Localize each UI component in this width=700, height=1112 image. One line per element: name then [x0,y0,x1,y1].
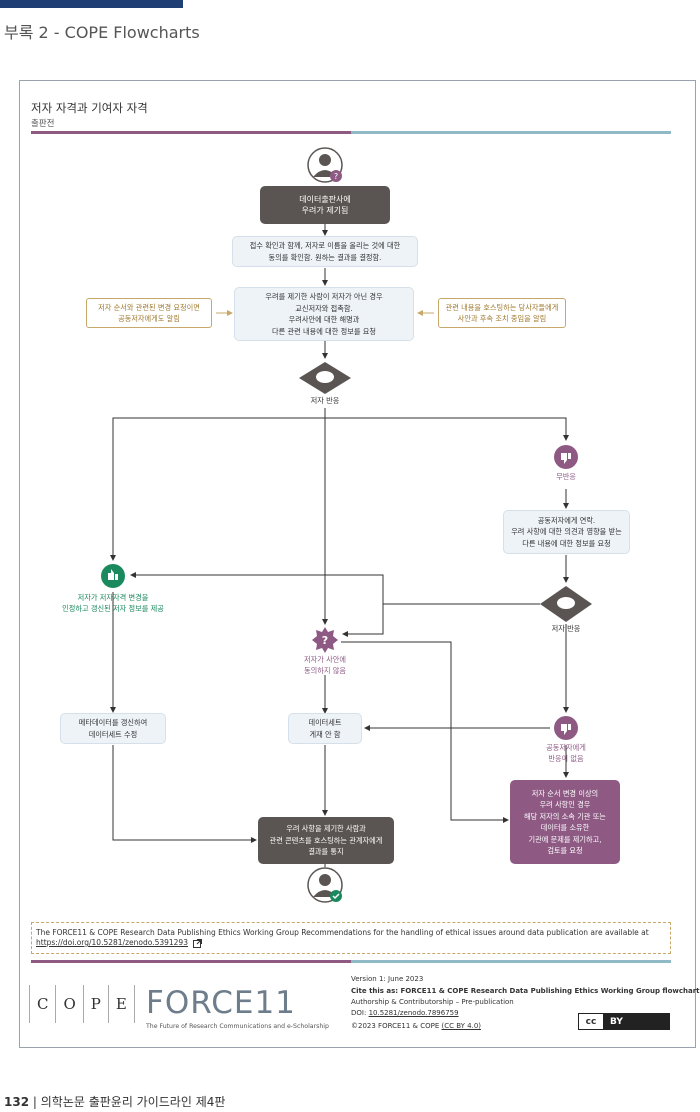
page-number: 132 [4,1095,30,1109]
svg-text:?: ? [322,634,328,647]
accept-label: 저자가 저자자격 변경을 인정하고 갱신된 저자 정보를 제공 [62,593,164,613]
footer-purple-bar [31,960,351,963]
doi-line: DOI: 10.5281/zenodo.7896759 [351,1009,459,1017]
person-check-icon [307,867,343,903]
header-accent-bar [0,0,183,8]
cope-letter: O [55,985,82,1023]
cite-text: Cite this as: FORCE11 & COPE Research Da… [351,987,700,995]
institution-box: 저자 순서 변경 이상의 우려 사항인 경우 해당 저자의 소속 기관 또는 데… [510,780,620,864]
license-link[interactable]: (CC BY 4.0) [441,1022,481,1030]
coauthor-contact-box: 공동저자에게 연락. 우려 사항에 대한 의견과 영향을 받는 다른 내용에 대… [503,510,630,554]
no-response-label: 무반응 [556,472,576,481]
reference-link[interactable]: https://doi.org/10.5281/zenodo.5391293 [36,938,188,947]
version-text: Version 1: June 2023 [351,975,424,983]
cope-letter: C [29,985,55,1023]
external-link-icon[interactable] [193,939,202,948]
disagree-label: 저자가 사안에 동의하지 않음 [304,655,346,675]
reference-text: The FORCE11 & COPE Research Data Publish… [36,928,649,937]
svg-text:?: ? [334,172,338,181]
person-question-icon: ? [307,147,343,183]
notify-box: 우려 사항을 제기한 사람과 관련 콘텐츠를 호스팅하는 관계자에게 결과를 통… [258,817,394,864]
chart-title: 저자 자격과 기여자 자격 [31,101,148,115]
page-header-title: 부록 2 - COPE Flowcharts [4,23,200,42]
question-badge-icon: ? [312,627,338,653]
right-note-box: 관련 내용을 호스팅하는 당사자들에게 사안과 후속 조치 중임을 알림 [438,298,566,328]
cite-title: Authorship & Contributorship – Pre-publi… [351,998,514,1006]
dataset-hold-box: 데이터세트 게재 안 함 [288,713,362,744]
chart-subtitle: 출판전 [31,119,55,129]
page-footer: 132 | 의학논문 출판윤리 가이드라인 제4판 [4,1093,225,1110]
force11-tagline: The Future of Research Communications an… [146,1023,329,1030]
author-response-label-2: 저자 반응 [551,624,581,633]
teal-bar [351,131,671,134]
coauthor-no-response-label: 공동저자에게 반응이 없음 [546,743,586,763]
cope-logo: C O P E [29,985,135,1023]
copyright-text: ©2023 FORCE11 & COPE [351,1022,442,1030]
flowchart-frame [19,80,696,1048]
book-title: | 의학논문 출판윤리 가이드라인 제4판 [29,1095,226,1109]
doi-link[interactable]: 10.5281/zenodo.7896759 [368,1009,459,1017]
thumbs-down-icon [554,445,578,469]
confirm-box: 접수 확인과 함께, 저자로 이름을 올리는 것에 대한 동의를 확인함. 원하… [232,236,418,267]
cc-icon: cc [579,1014,604,1029]
author-response-label-1: 저자 반응 [310,396,340,405]
thumbs-down-icon-2 [554,716,578,740]
cope-letter: E [107,985,135,1023]
thumbs-up-icon [101,564,125,588]
force11-logo: FORCE11 [146,985,296,1021]
start-box: 데이터출판사에 우려가 제기됨 [260,186,390,224]
copyright-line: ©2023 FORCE11 & COPE (CC BY 4.0) [351,1022,481,1030]
purple-bar [31,131,351,134]
metadata-box: 메타데이터를 갱신하여 데이터세트 수정 [60,713,166,744]
contact-box: 우려를 제기한 사람이 저자가 아닌 경우 교신저자와 접촉함. 우려사안에 대… [234,287,414,341]
cope-letter: P [82,985,108,1023]
reference-box [31,922,671,954]
footer-teal-bar [351,960,671,963]
doi-label: DOI: [351,1009,369,1017]
by-label: BY [604,1014,669,1029]
left-note-box: 저자 순서와 관련된 변경 요청이면 공동저자에게도 알림 [86,298,212,328]
